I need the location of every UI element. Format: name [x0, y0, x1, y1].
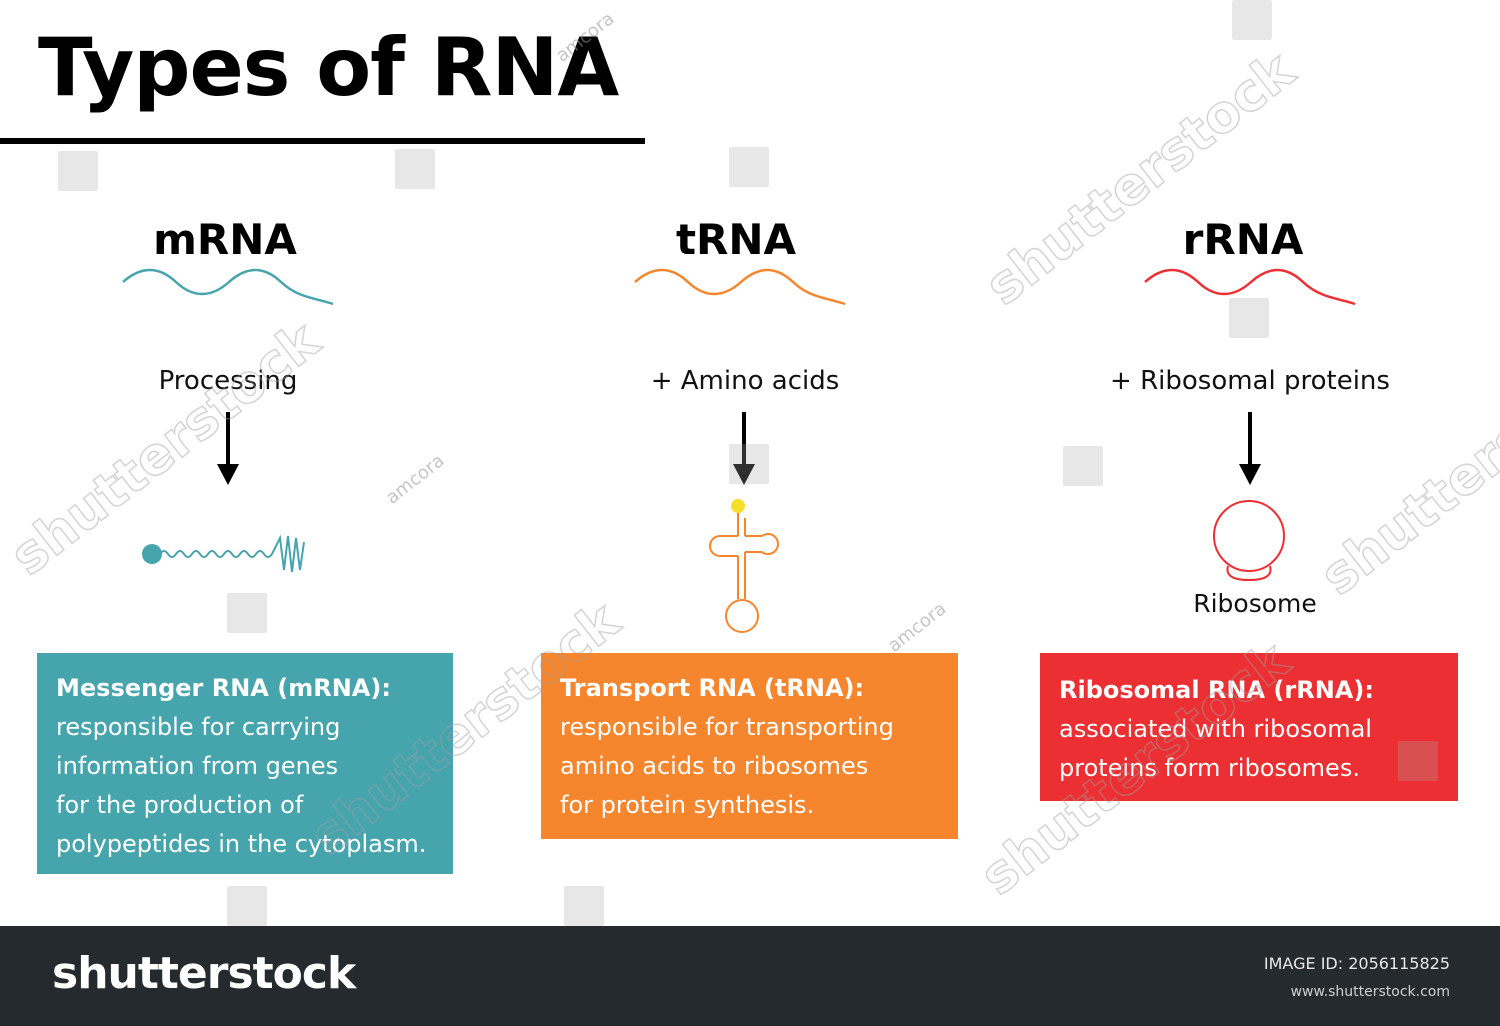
trna-wave-icon: [634, 268, 846, 306]
mrna-box-line: for the production of: [56, 791, 304, 819]
trna-step-label: + Amino acids: [650, 366, 840, 396]
trna-arrow-down-icon: [733, 412, 755, 485]
watermark-author-text: amcora: [884, 598, 951, 657]
stock-footer-bar: shutterstock IMAGE ID: 2056115825 www.sh…: [0, 926, 1500, 1026]
cloverleaf-trna-icon: [709, 499, 779, 633]
rrna-box-line: proteins form ribosomes.: [1059, 754, 1360, 782]
watermark-square: [729, 147, 769, 187]
trna-box-line: for protein synthesis.: [560, 791, 815, 819]
watermark-square: [58, 151, 98, 191]
watermark-square: [227, 886, 267, 926]
ribosome-label: Ribosome: [1193, 589, 1317, 618]
diagram-title: Types of RNA: [38, 21, 619, 114]
shutterstock-logo: shutterstock: [52, 948, 356, 999]
watermark-author-text: amcora: [382, 450, 449, 509]
rrna-arrow-down-icon: [1239, 412, 1261, 485]
ribosome-icon: [1213, 500, 1285, 582]
mrna-step-label: Processing: [158, 366, 298, 396]
rrna-wave-icon: [1144, 268, 1356, 306]
trna-box-title: Transport RNA (tRNA):: [560, 674, 865, 702]
mrna-arrow-down-icon: [217, 412, 239, 485]
watermark-square: [1063, 446, 1103, 486]
mrna-box-line: responsible for carrying: [56, 713, 341, 741]
image-id-text: IMAGE ID: 2056115825: [1263, 954, 1450, 973]
mrna-box-line: information from genes: [56, 752, 339, 780]
mrna-box-line: polypeptides in the cytoplasm.: [56, 830, 427, 858]
title-underline: [0, 138, 645, 144]
rrna-heading: rRNA: [1182, 215, 1304, 264]
trna-description-box: Transport RNA (tRNA): responsible for tr…: [541, 653, 958, 839]
mrna-box-title: Messenger RNA (mRNA):: [56, 674, 391, 702]
stock-site-url: www.shutterstock.com: [1290, 984, 1450, 1000]
trna-box-line: responsible for transporting: [560, 713, 894, 741]
watermark-square: [395, 149, 435, 189]
rrna-description-box: Ribosomal RNA (rRNA): associated with ri…: [1040, 653, 1458, 801]
mrna-description-box: Messenger RNA (mRNA): responsible for ca…: [37, 653, 453, 874]
watermark-square: [564, 886, 604, 926]
rrna-box-line: associated with ribosomal: [1059, 715, 1372, 743]
mrna-wave-icon: [122, 268, 334, 306]
rrna-step-label: + Ribosomal proteins: [1110, 366, 1390, 396]
trna-heading: tRNA: [675, 215, 797, 264]
trna-box-line: amino acids to ribosomes: [560, 752, 869, 780]
mrna-heading: mRNA: [153, 215, 297, 264]
watermark-square: [1232, 0, 1272, 40]
processed-mrna-strand-icon: [142, 534, 305, 573]
watermark-square: [227, 593, 267, 633]
rrna-box-title: Ribosomal RNA (rRNA):: [1059, 676, 1374, 704]
